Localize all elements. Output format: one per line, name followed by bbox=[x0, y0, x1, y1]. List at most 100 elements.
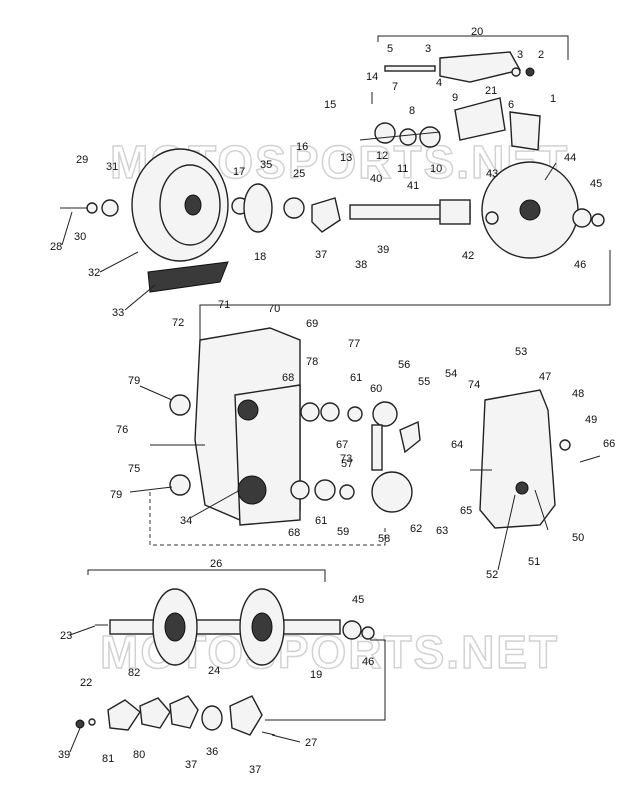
label-37c: 37 bbox=[249, 764, 261, 776]
label-38: 38 bbox=[355, 259, 367, 271]
label-27: 27 bbox=[305, 737, 317, 749]
label-70: 70 bbox=[268, 303, 280, 315]
label-63: 63 bbox=[436, 525, 448, 537]
bearing-68-lower bbox=[290, 480, 310, 500]
leader-lines bbox=[61, 162, 557, 753]
label-26: 26 bbox=[210, 558, 222, 570]
label-78: 78 bbox=[306, 356, 318, 368]
label-9: 9 bbox=[452, 92, 458, 104]
label-23: 23 bbox=[60, 630, 72, 642]
bearing-10 bbox=[419, 126, 441, 148]
label-44: 44 bbox=[564, 152, 576, 164]
label-48: 48 bbox=[572, 388, 584, 400]
bearing-45-lower bbox=[342, 620, 362, 640]
spacer-60 bbox=[347, 406, 363, 422]
label-25: 25 bbox=[293, 168, 305, 180]
bearing-12 bbox=[374, 122, 396, 144]
bearing-11 bbox=[399, 128, 417, 146]
label-35: 35 bbox=[260, 159, 272, 171]
label-32: 32 bbox=[88, 267, 100, 279]
label-61: 61 bbox=[350, 372, 362, 384]
label-20: 20 bbox=[471, 26, 483, 38]
label-15: 15 bbox=[324, 99, 336, 111]
label-42: 42 bbox=[462, 250, 474, 262]
label-59: 59 bbox=[337, 526, 349, 538]
label-1: 1 bbox=[550, 93, 556, 105]
drive-sprocket-right bbox=[239, 588, 285, 666]
connector-bottom bbox=[265, 639, 386, 721]
label-5: 5 bbox=[387, 43, 393, 55]
label-28: 28 bbox=[50, 241, 62, 253]
chaincase-assembly bbox=[149, 327, 601, 546]
label-39: 39 bbox=[377, 244, 389, 256]
pulley-bore bbox=[184, 194, 202, 216]
drive-axle-24 bbox=[109, 619, 341, 635]
label-13: 13 bbox=[340, 152, 352, 164]
label-14: 14 bbox=[366, 71, 378, 83]
label-3: 3 bbox=[425, 43, 431, 55]
label-39b: 39 bbox=[58, 749, 70, 761]
label-68: 68 bbox=[282, 372, 294, 384]
flange-37-lower bbox=[169, 695, 199, 729]
label-3b: 3 bbox=[517, 49, 523, 61]
label-57: 57 bbox=[341, 458, 353, 470]
washer-30 bbox=[86, 202, 98, 214]
label-46: 46 bbox=[574, 259, 586, 271]
label-18: 18 bbox=[254, 251, 266, 263]
label-41: 41 bbox=[407, 180, 419, 192]
group-bracket-20 bbox=[377, 35, 569, 60]
label-8: 8 bbox=[409, 105, 415, 117]
label-43: 43 bbox=[486, 168, 498, 180]
drive-sprocket-left bbox=[152, 588, 198, 666]
group-bracket-lower bbox=[149, 492, 386, 546]
label-37b: 37 bbox=[185, 759, 197, 771]
label-62: 62 bbox=[410, 523, 422, 535]
label-36: 36 bbox=[206, 746, 218, 758]
label-61b: 61 bbox=[315, 515, 327, 527]
label-52: 52 bbox=[486, 569, 498, 581]
part-labels: 20 5 3 3 2 4 14 7 21 1 15 9 8 6 16 13 12… bbox=[50, 26, 615, 776]
label-21: 21 bbox=[485, 85, 497, 97]
sprocket-58 bbox=[371, 471, 413, 513]
label-51: 51 bbox=[528, 556, 540, 568]
label-56: 56 bbox=[398, 359, 410, 371]
label-46b: 46 bbox=[362, 656, 374, 668]
label-7: 7 bbox=[392, 81, 398, 93]
ring-46-lower bbox=[361, 626, 375, 640]
label-29: 29 bbox=[76, 154, 88, 166]
washer-31 bbox=[101, 199, 119, 217]
label-47: 47 bbox=[539, 371, 551, 383]
label-74: 74 bbox=[468, 379, 480, 391]
label-22: 22 bbox=[80, 677, 92, 689]
flange-81 bbox=[107, 699, 141, 731]
label-75: 75 bbox=[128, 463, 140, 475]
brake-bracket bbox=[439, 51, 522, 83]
flange-37 bbox=[311, 197, 341, 233]
bearing-68-upper bbox=[300, 402, 320, 422]
label-55: 55 bbox=[418, 376, 430, 388]
shaft-spline bbox=[439, 199, 471, 225]
seal-79-lower bbox=[169, 474, 191, 496]
label-4: 4 bbox=[436, 77, 442, 89]
label-81: 81 bbox=[102, 753, 114, 765]
ring-61-upper bbox=[320, 402, 340, 422]
label-65: 65 bbox=[460, 505, 472, 517]
label-66: 66 bbox=[603, 438, 615, 450]
label-45b: 45 bbox=[352, 594, 364, 606]
label-6: 6 bbox=[508, 99, 514, 111]
nut-39 bbox=[75, 719, 85, 729]
ring-42 bbox=[485, 211, 499, 225]
label-16: 16 bbox=[296, 141, 308, 153]
label-58: 58 bbox=[378, 533, 390, 545]
bearing-36 bbox=[201, 705, 223, 731]
label-69: 69 bbox=[306, 318, 318, 330]
top-assembly bbox=[60, 35, 611, 390]
label-12: 12 bbox=[376, 150, 388, 162]
label-30: 30 bbox=[74, 231, 86, 243]
label-82: 82 bbox=[128, 667, 140, 679]
label-68b: 68 bbox=[288, 527, 300, 539]
label-77: 77 bbox=[348, 338, 360, 350]
washer-22 bbox=[88, 718, 96, 726]
brake-pad bbox=[454, 97, 506, 141]
label-34: 34 bbox=[180, 515, 192, 527]
